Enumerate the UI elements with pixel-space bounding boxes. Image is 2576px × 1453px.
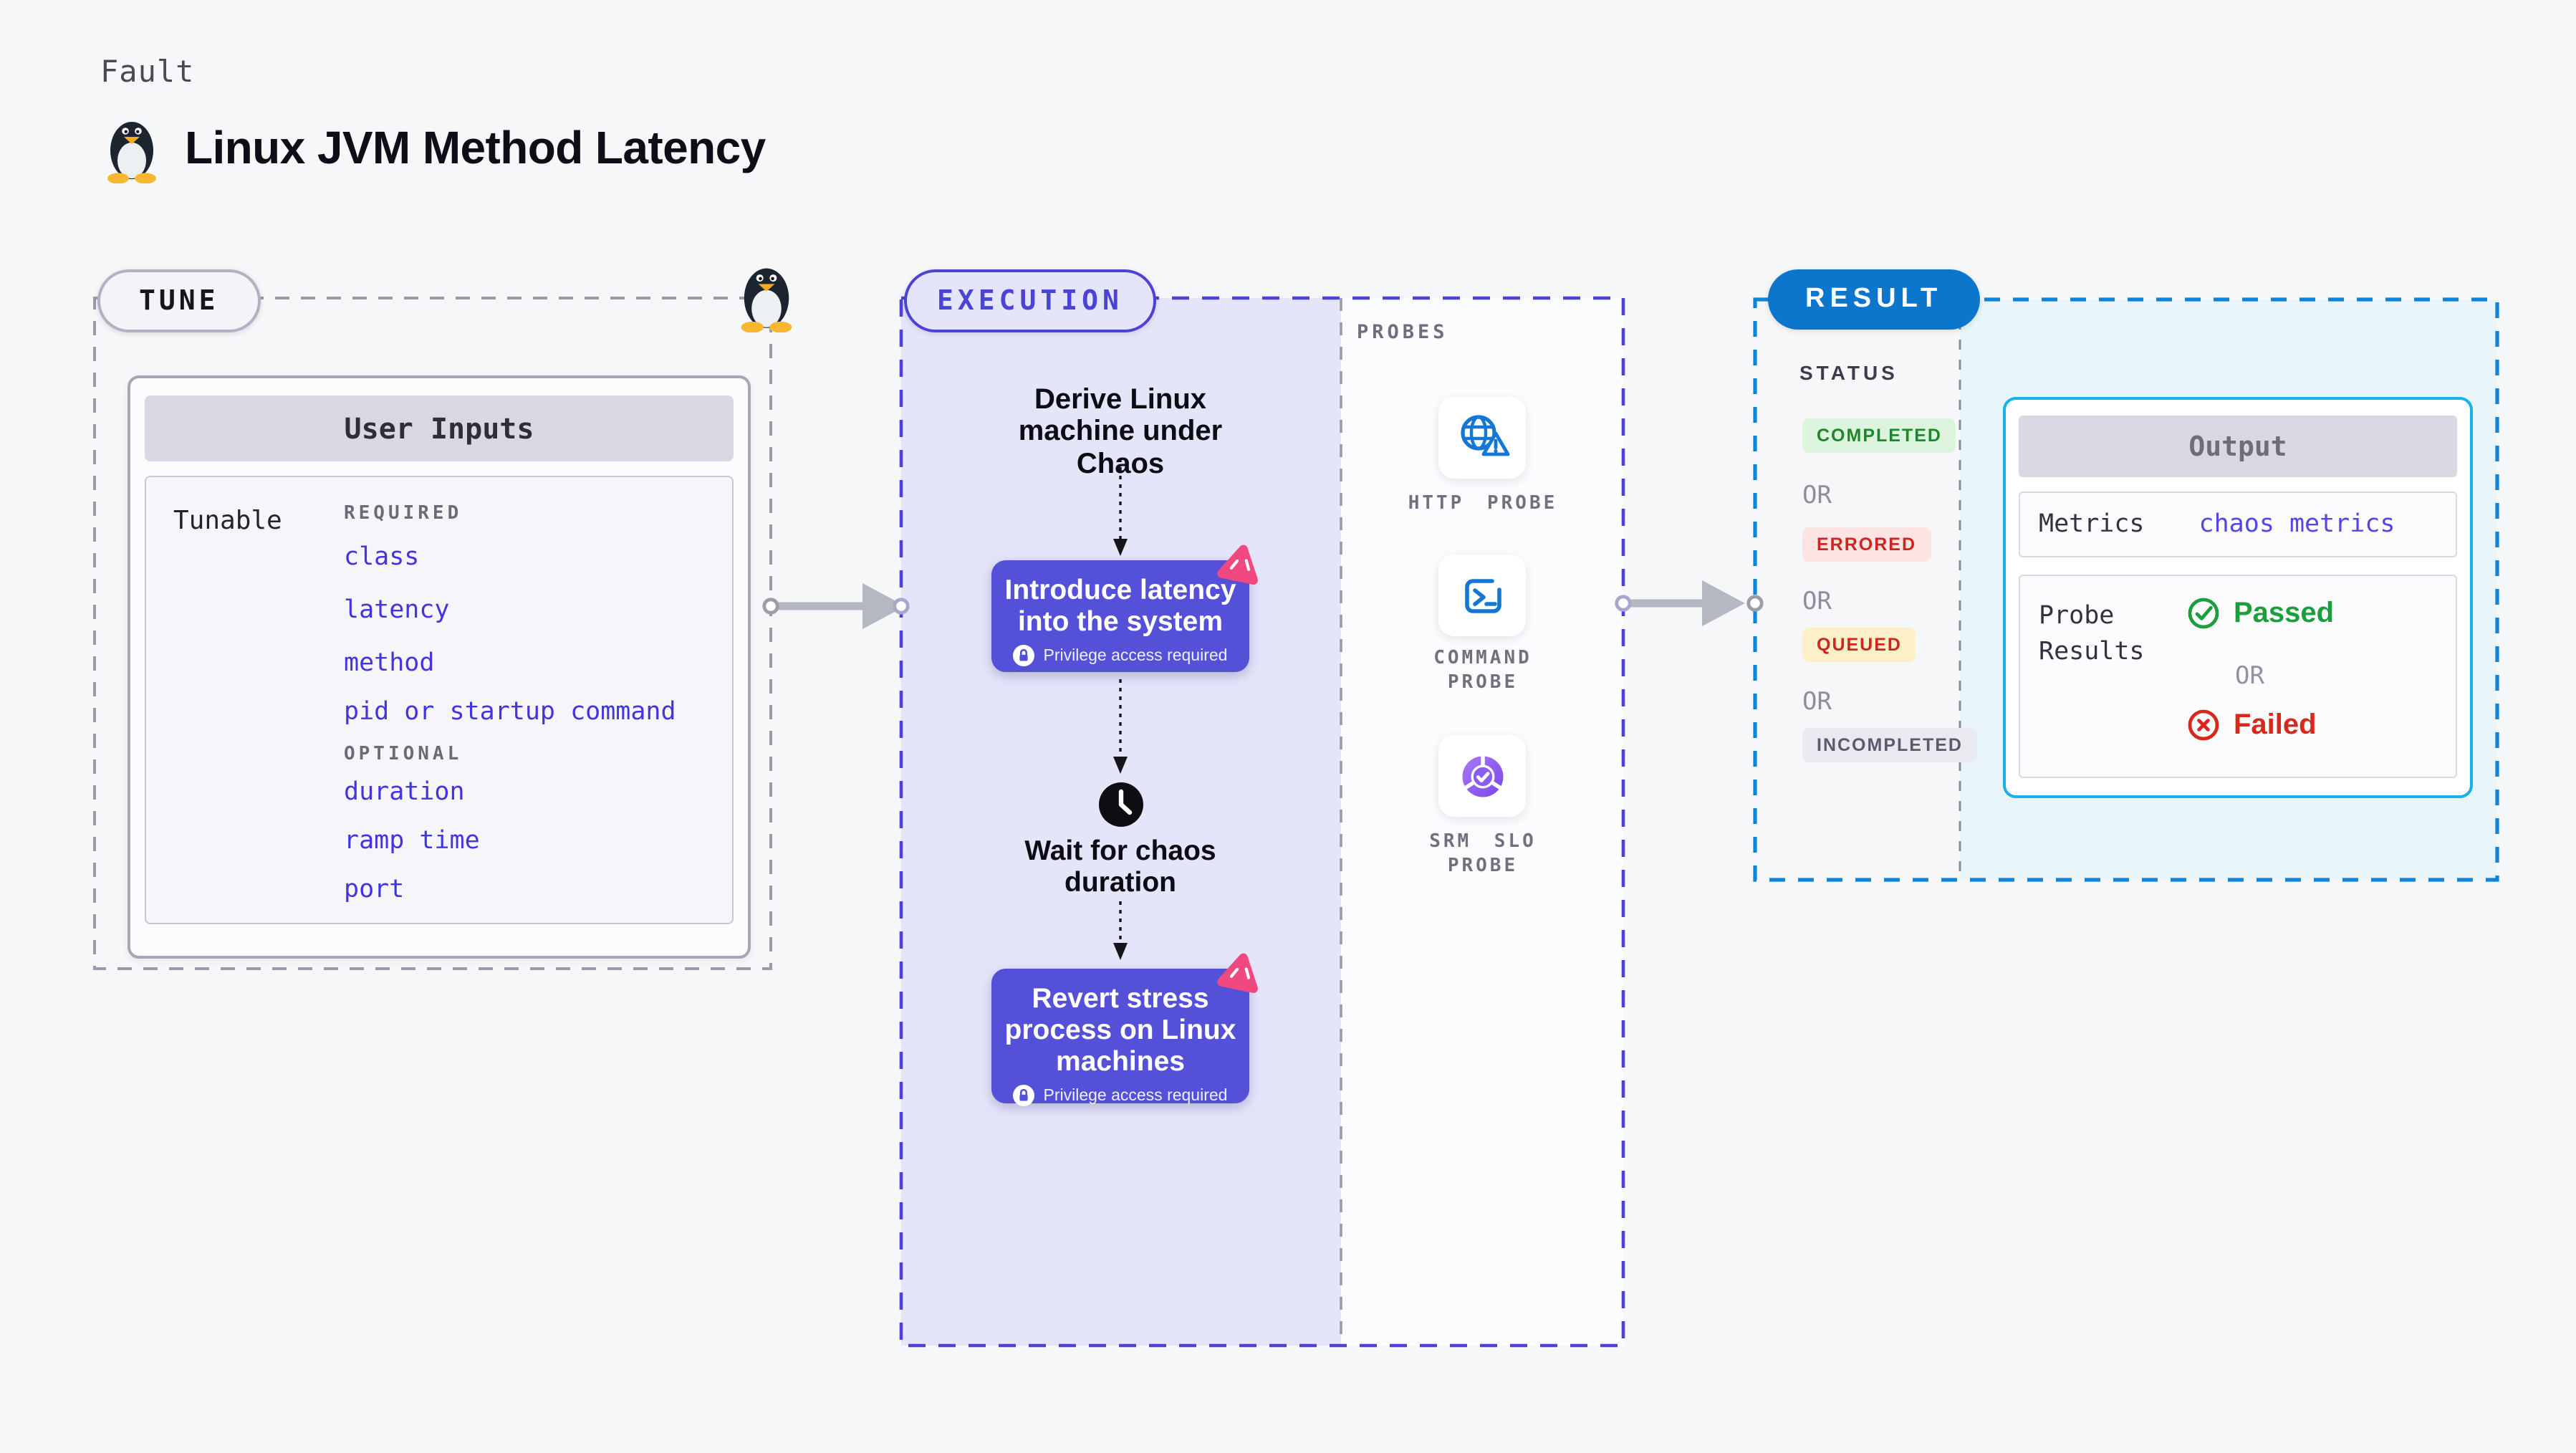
privilege-text: Privilege access required (1043, 1087, 1228, 1105)
page-title: Linux JVM Method Latency (185, 121, 766, 173)
srm-slo-probe-label: SRM SLO PROBE (1429, 831, 1537, 877)
clock-icon (1099, 782, 1143, 827)
http-probe-card (1438, 397, 1526, 479)
terminal-icon (1464, 578, 1501, 613)
failed-result: Failed (2186, 708, 2317, 742)
user-inputs-body: Tunable REQUIRED class latency method pi… (145, 476, 734, 924)
user-inputs-title: User Inputs (145, 395, 734, 461)
privilege-text: Privilege access required (1043, 647, 1228, 665)
http-probe-label: HTTP PROBE (1408, 493, 1558, 514)
status-badge-errored: ERRORED (1802, 527, 1931, 562)
introduce-latency-node: Introduce latency into the system Privil… (991, 560, 1249, 672)
metrics-row: Metrics chaos metrics (2019, 491, 2457, 557)
param-duration: duration (344, 778, 465, 807)
revert-stress-title: Revert stress process on Linux machines (1004, 983, 1236, 1078)
or-separator: OR (1802, 588, 1832, 616)
revert-stress-node: Revert stress process on Linux machines … (991, 969, 1249, 1107)
probes-section-label: PROBES (1357, 321, 1448, 344)
tune-to-execution-arrow (762, 583, 910, 629)
check-circle-icon (2188, 598, 2219, 629)
optional-label: OPTIONAL (344, 744, 463, 765)
lock-icon (1013, 645, 1035, 667)
tunable-params: REQUIRED class latency method pid or sta… (344, 494, 676, 929)
failed-label: Failed (2234, 709, 2317, 740)
wait-step-label: Wait for chaos duration (1024, 835, 1216, 898)
tune-dashed-frame (93, 297, 772, 970)
status-badge-incompleted: INCOMPLETED (1802, 728, 1977, 762)
page-header: Linux JVM Method Latency (100, 112, 766, 183)
or-separator: OR (1802, 481, 1832, 510)
param-port: port (344, 876, 405, 904)
probes-to-result-arrow (1615, 580, 1764, 626)
chaos-logo-icon (1217, 545, 1258, 585)
lock-icon (1013, 1085, 1035, 1107)
param-latency: latency (344, 596, 450, 625)
status-column-label: STATUS (1799, 361, 1898, 384)
privilege-row: Privilege access required (1003, 1085, 1238, 1107)
output-table: Output Metrics chaos metrics Probe Resul… (2003, 397, 2473, 798)
privilege-row: Privilege access required (1003, 645, 1238, 667)
required-label: REQUIRED (344, 503, 463, 524)
param-ramp-time: ramp time (344, 827, 480, 855)
user-inputs-table: User Inputs Tunable REQUIRED class laten… (128, 375, 751, 959)
status-badge-completed: COMPLETED (1802, 418, 1956, 453)
command-probe-label: COMMAND PROBE (1433, 648, 1532, 694)
passed-result: Passed (2186, 596, 2334, 630)
output-title: Output (2019, 416, 2457, 477)
fault-kicker: Fault (100, 54, 195, 89)
derive-step-label: Derive Linux machine under Chaos (1018, 384, 1223, 480)
metrics-label: Metrics (2039, 510, 2145, 539)
tunable-row-label: Tunable (173, 506, 282, 536)
flow-dotted-arrows (1113, 459, 1128, 960)
execution-dashed-frame (899, 296, 1625, 1348)
tune-section-pill: TUNE (97, 269, 261, 332)
introduce-latency-title: Introduce latency into the system (1004, 575, 1236, 638)
passed-label: Passed (2234, 597, 2335, 628)
param-class: class (344, 543, 420, 572)
chaos-logo-icon (1217, 953, 1258, 994)
status-badge-queued: QUEUED (1802, 628, 1916, 662)
or-separator: OR (1802, 688, 1832, 716)
srm-slo-probe-card (1438, 735, 1526, 817)
probe-results-row: Probe Results Passed OR Failed (2019, 575, 2457, 778)
or-separator: OR (2235, 662, 2264, 691)
x-circle-icon (2188, 709, 2219, 741)
result-section-pill: RESULT (1768, 269, 1980, 330)
command-probe-card (1438, 555, 1526, 636)
metrics-value: chaos metrics (2198, 510, 2395, 539)
tux-penguin-icon-small (741, 268, 792, 332)
result-dashed-frame (1753, 297, 2499, 882)
tux-penguin-icon (107, 122, 156, 183)
slo-donut-icon (1461, 754, 1503, 797)
globe-alert-icon (1460, 414, 1509, 456)
execution-section-pill: EXECUTION (904, 269, 1156, 332)
probe-results-label: Probe Results (2039, 602, 2145, 667)
param-pid: pid or startup command (344, 698, 676, 726)
param-method: method (344, 649, 435, 678)
